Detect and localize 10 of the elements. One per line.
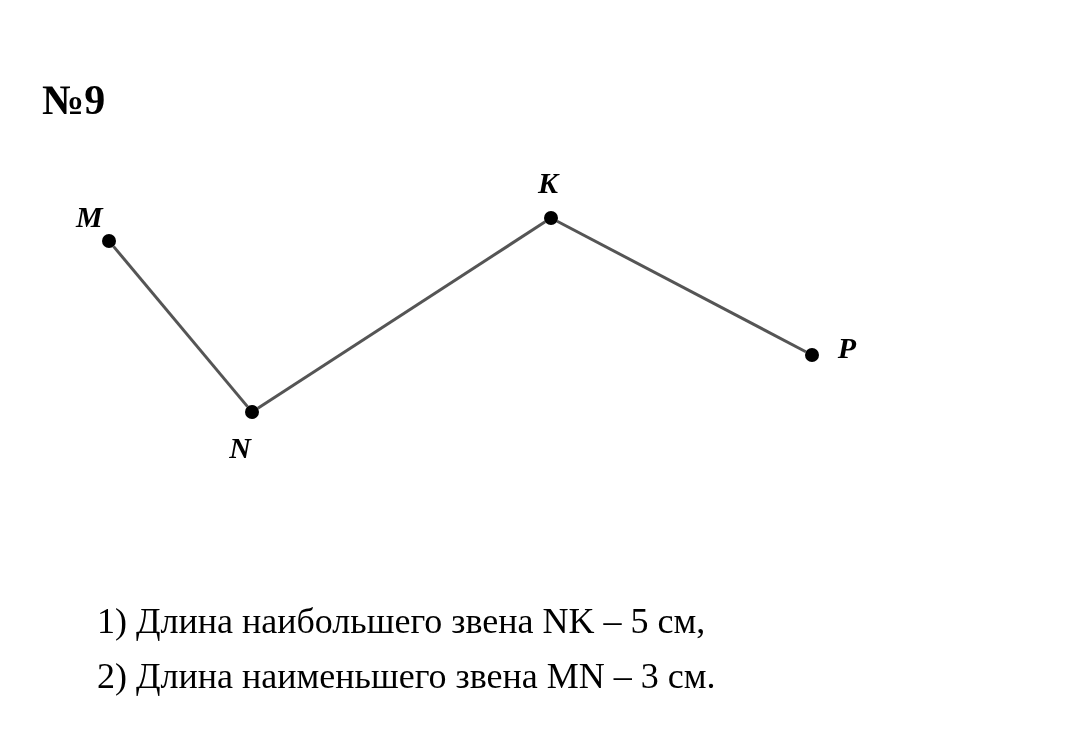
point-label: M <box>76 201 102 233</box>
point-label: N <box>228 432 253 464</box>
point-label: K <box>537 167 561 199</box>
task-number: №9 <box>42 76 106 124</box>
answer-line: 1) Длина наибольшего звена NK – 5 см, <box>97 600 706 642</box>
answer-line: 2) Длина наименьшего звена MN – 3 см. <box>97 655 716 697</box>
line-segment <box>112 245 249 408</box>
line-segment <box>556 219 807 354</box>
line-segment <box>257 220 546 410</box>
point-label: P <box>836 332 858 364</box>
